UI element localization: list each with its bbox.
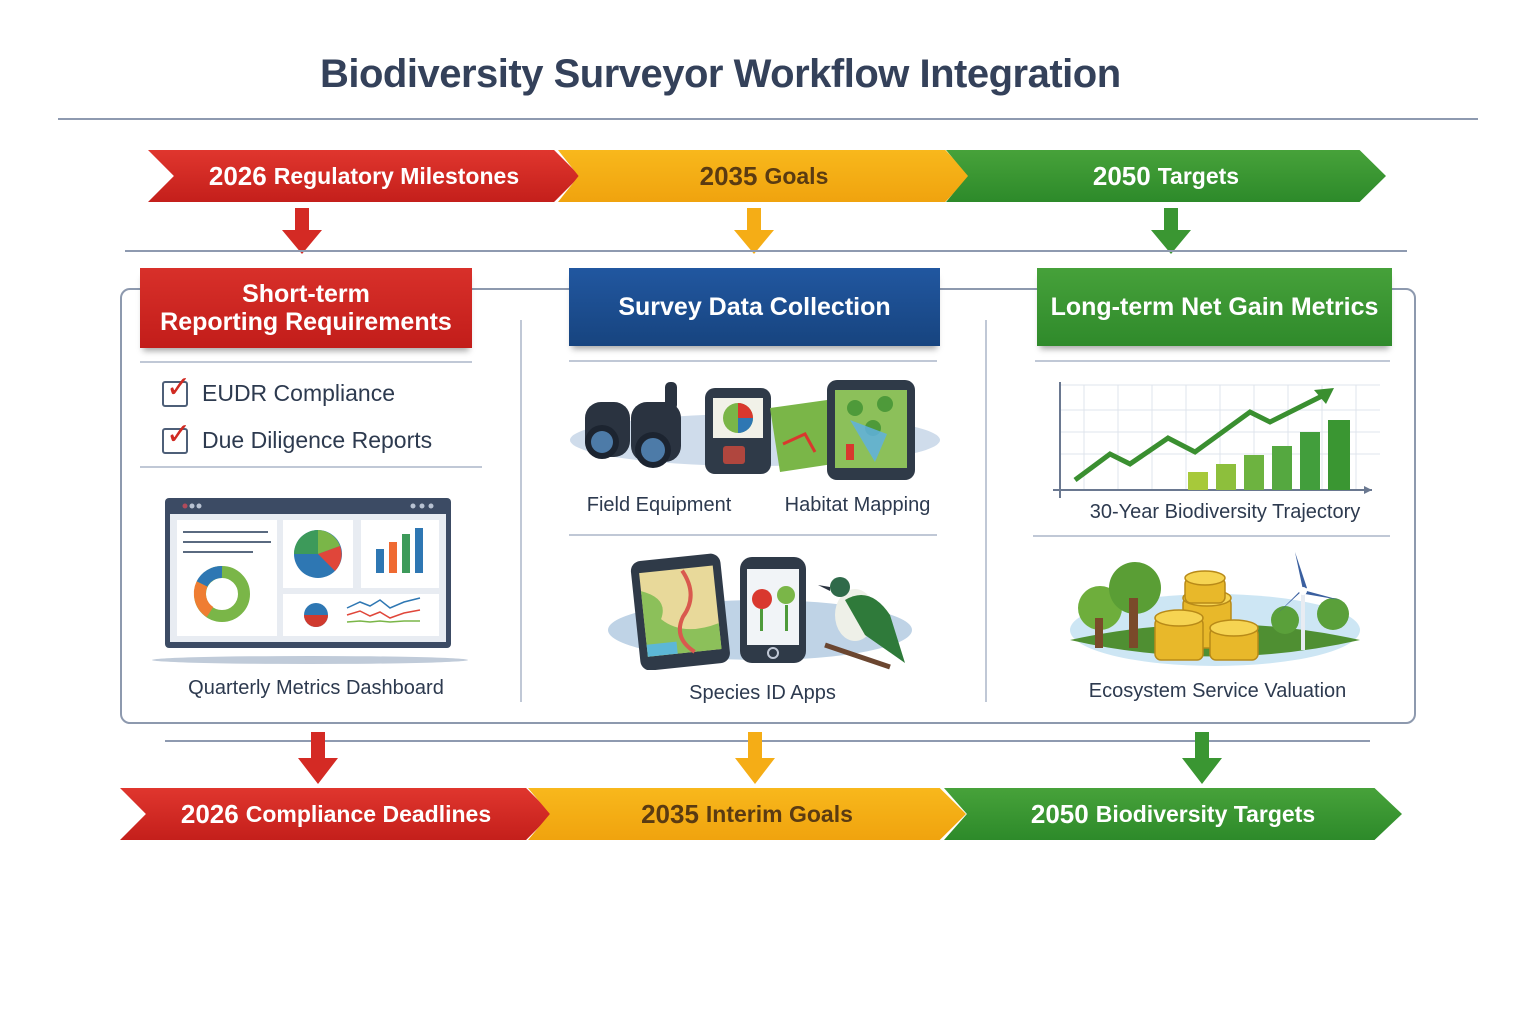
timeline-bottom-2026: 2026 Compliance Deadlines [120, 788, 552, 840]
bottom-connector-line [165, 740, 1370, 742]
milestone-label: Goals [764, 162, 829, 189]
milestone-label: Interim Goals [705, 800, 853, 827]
item-label: Ecosystem Service Valuation [1088, 680, 1347, 702]
checklist-label: EUDR Compliance [202, 380, 396, 406]
checklist-label: Due Diligence Reports [202, 427, 433, 453]
item-label: Species ID Apps [689, 682, 836, 704]
item-label: 30-Year Biodiversity Trajectory [1089, 501, 1361, 523]
arrow-down-green-icon [1182, 732, 1222, 784]
arrow-down-yellow-icon [735, 732, 775, 784]
short-term-header: Short-term Reporting Requirements [140, 268, 472, 348]
arrow-down-red-icon [298, 732, 338, 784]
checkbox-checked-icon: ✓ [162, 419, 191, 454]
title-divider [58, 118, 1478, 120]
timeline-top-2026: 2026 Regulatory Milestones [148, 150, 580, 202]
year-label: 2035 [699, 160, 758, 191]
checklist-item: ✓ EUDR Compliance [162, 372, 396, 407]
header-line: Reporting Requirements [160, 308, 452, 336]
timeline-top-2035: 2035 Goals [558, 150, 970, 202]
year-label: 2026 [208, 160, 267, 191]
dashboard-icon [152, 498, 468, 664]
survey-data-header: Survey Data Collection [569, 268, 940, 346]
year-label: 2035 [641, 798, 699, 829]
species-id-apps-icon [608, 553, 912, 670]
item-label: Habitat Mapping [784, 494, 931, 516]
section-divider [1033, 535, 1390, 537]
top-connector-line [125, 250, 1407, 252]
section-divider [140, 466, 482, 468]
section-divider [1035, 360, 1390, 362]
field-equipment-icon [570, 380, 940, 480]
year-label: 2026 [180, 798, 239, 829]
arrow-down-yellow-icon [734, 208, 774, 254]
year-label: 2050 [1030, 798, 1089, 829]
section-divider [569, 360, 937, 362]
ecosystem-coins-icon [1070, 552, 1360, 666]
timeline-top-2050: 2050 Targets [946, 150, 1386, 202]
milestone-label: Biodiversity Targets [1095, 800, 1316, 827]
milestone-label: Compliance Deadlines [245, 800, 492, 827]
checklist-item: ✓ Due Diligence Reports [162, 419, 433, 454]
timeline-bottom-2050: 2050 Biodiversity Targets [944, 788, 1402, 840]
arrow-down-red-icon [282, 208, 322, 254]
timeline-bottom-2035: 2035 Interim Goals [528, 788, 966, 840]
section-divider [569, 534, 937, 536]
milestone-label: Targets [1157, 162, 1240, 189]
arrow-down-green-icon [1151, 208, 1191, 254]
page-title: Biodiversity Surveyor Workflow Integrati… [320, 52, 1121, 96]
item-label: Quarterly Metrics Dashboard [188, 677, 444, 699]
item-label: Field Equipment [586, 494, 732, 516]
column-divider [985, 320, 987, 702]
column-divider [520, 320, 522, 702]
milestone-label: Regulatory Milestones [273, 162, 520, 189]
long-term-header: Long-term Net Gain Metrics [1037, 268, 1392, 346]
trajectory-chart-icon [1053, 382, 1380, 498]
header-line: Short-term [242, 280, 370, 308]
section-divider [140, 361, 472, 363]
year-label: 2050 [1092, 160, 1151, 191]
checkbox-checked-icon: ✓ [162, 372, 191, 407]
